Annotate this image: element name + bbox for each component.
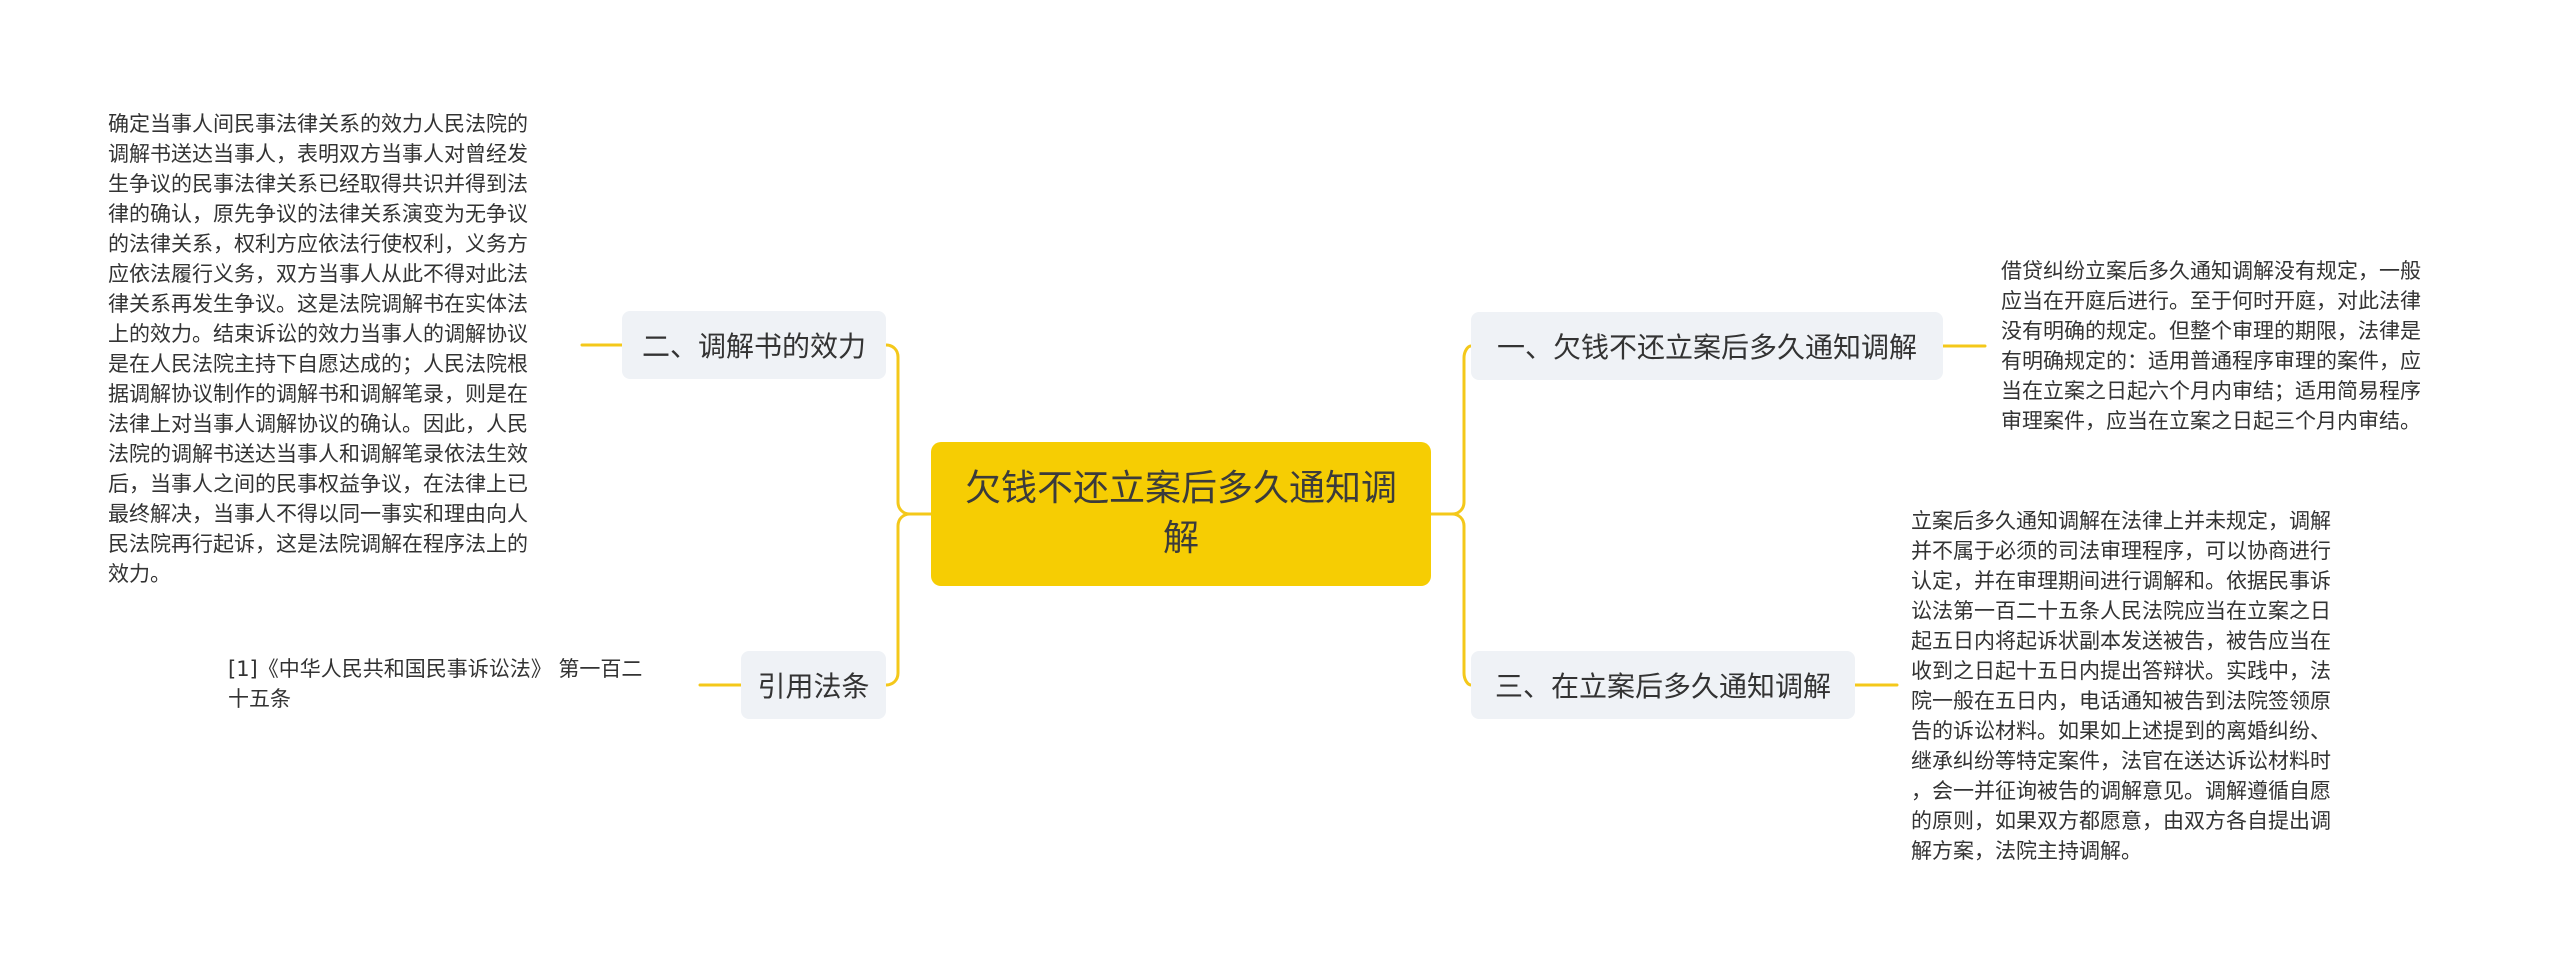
leaf-notification-timing-text: 借贷纠纷立案后多久通知调解没有规定，一般 应当在开庭后进行。至于何时开庭，对此法… (2001, 259, 2421, 433)
leaf-cited-law-text: [1]《中华人民共和国民事诉讼法》 第一百二 十五条 (228, 657, 643, 711)
branch-notification-timing-label: 一、欠钱不还立案后多久通知调解 (1496, 331, 1917, 364)
branch-after-filing-label: 三、在立案后多久通知调解 (1494, 670, 1831, 703)
branch-mediation-effect[interactable]: 二、调解书的效力 (622, 311, 886, 379)
branch-notification-timing[interactable]: 一、欠钱不还立案后多久通知调解 (1471, 312, 1943, 380)
connector-central-to-timing (1429, 344, 1473, 516)
central-topic[interactable]: 欠钱不还立案后多久通知调解 (931, 442, 1431, 586)
connector-central-to-reference (884, 512, 933, 687)
branch-after-filing[interactable]: 三、在立案后多久通知调解 (1471, 651, 1855, 719)
central-topic-label: 欠钱不还立案后多久通知调解 (964, 468, 1397, 559)
branch-cited-law[interactable]: 引用法条 (741, 651, 886, 719)
branch-mediation-effect-label: 二、调解书的效力 (641, 330, 866, 363)
leaf-after-filing-text: 立案后多久通知调解在法律上并未规定，调解 并不属于必须的司法审理程序，可以协商进… (1911, 509, 2331, 863)
leaf-mediation-effect-text: 确定当事人间民事法律关系的效力人民法院的 调解书送达当事人，表明双方当事人对曾经… (108, 112, 528, 586)
connector-central-to-effect (884, 343, 933, 516)
connector-central-to-after-filing (1429, 512, 1473, 687)
branch-cited-law-label: 引用法条 (757, 670, 870, 703)
